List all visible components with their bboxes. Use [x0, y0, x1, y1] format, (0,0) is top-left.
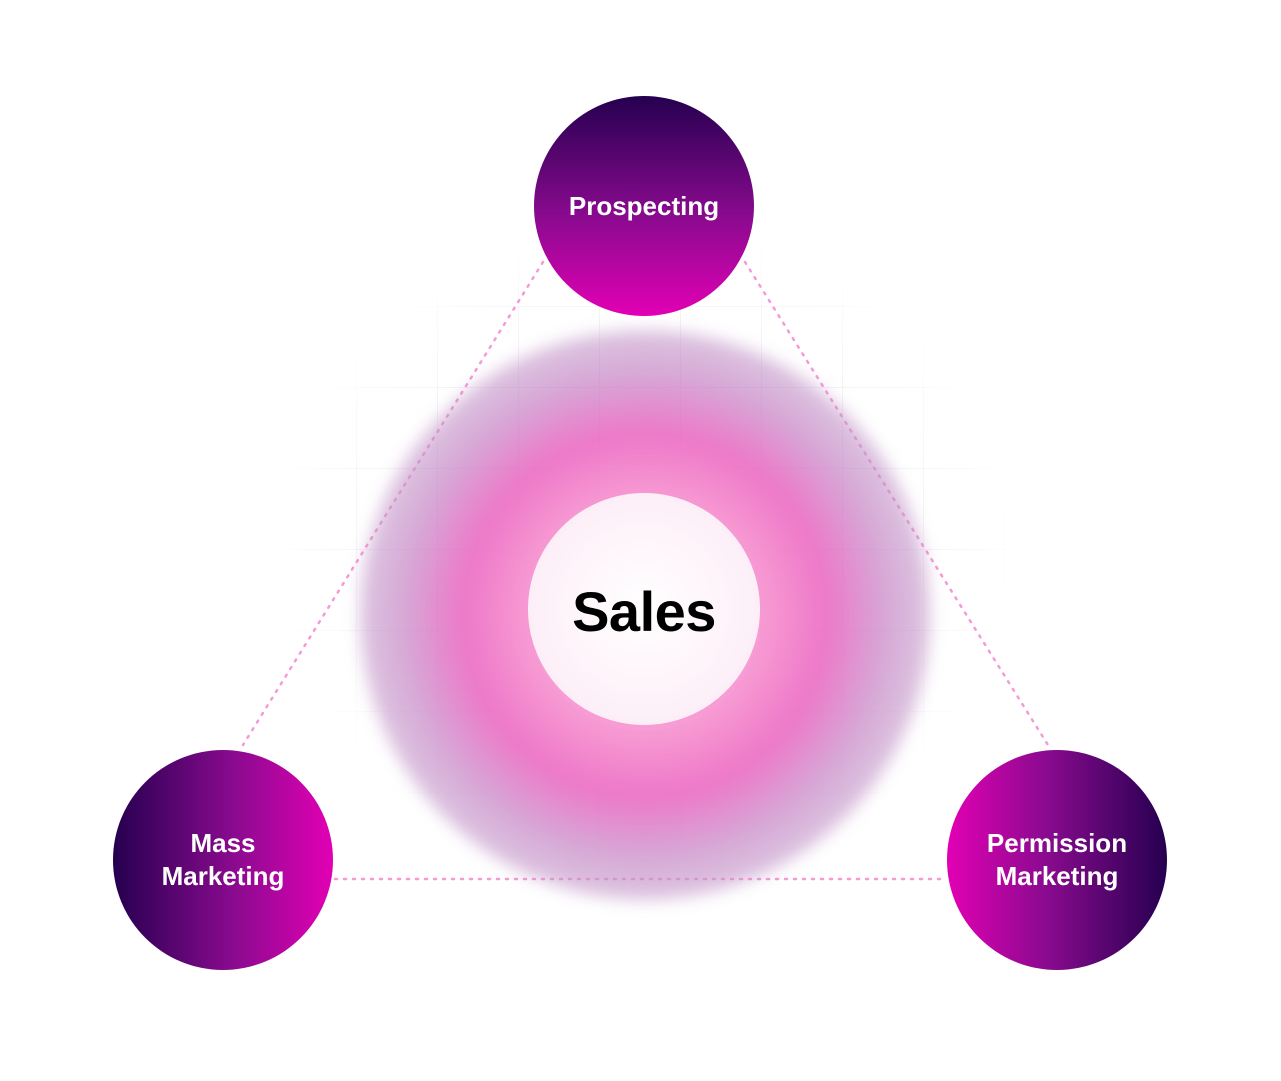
node-permission-marketing: Permission Marketing	[947, 750, 1167, 970]
node-prospecting-label: Prospecting	[568, 190, 720, 221]
node-mass-marketing: Mass Marketing	[113, 750, 333, 970]
node-permission-marketing-label: Permission Marketing	[986, 828, 1128, 891]
node-prospecting: Prospecting	[534, 96, 754, 316]
center-node-sales: Sales	[528, 493, 760, 725]
center-node-label: Sales	[572, 579, 716, 643]
node-mass-marketing-label: Mass Marketing	[161, 828, 285, 891]
